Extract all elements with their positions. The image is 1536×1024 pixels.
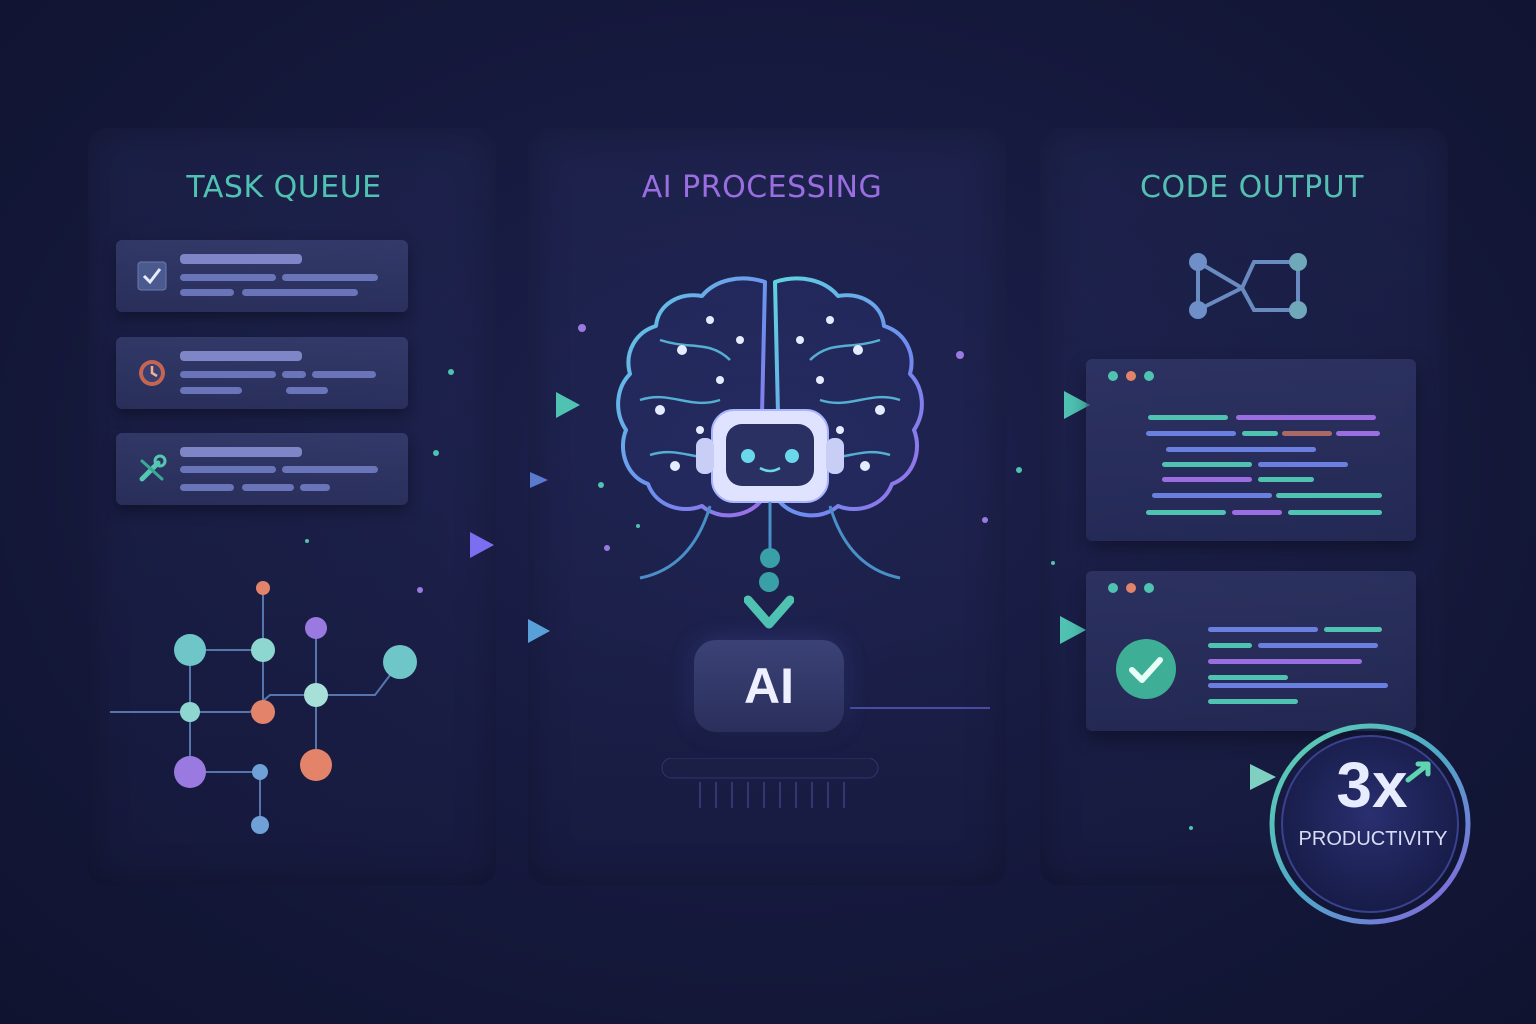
ai-label: AI <box>744 658 794 714</box>
ai-processing-title: AI PROCESSING <box>641 170 883 205</box>
arrow-right-icon <box>320 532 494 558</box>
trend-up-icon <box>1405 761 1431 783</box>
workflow-graph-icon <box>1189 253 1307 319</box>
window-dot <box>1126 583 1136 593</box>
code-review-window[interactable] <box>1086 571 1416 731</box>
arrow-right-icon <box>300 472 548 488</box>
ai-badge: AI <box>694 640 844 732</box>
window-dot <box>1144 371 1154 381</box>
robot-face-icon <box>696 409 844 503</box>
productivity-value: 3x <box>1336 749 1408 821</box>
productivity-badge <box>1269 723 1471 925</box>
tools-icon <box>139 454 167 482</box>
arrow-right-icon <box>935 391 1090 419</box>
window-dot <box>1108 371 1118 381</box>
window-dot <box>1126 371 1136 381</box>
clock-icon <box>139 360 165 386</box>
task-queue-title: TASK QUEUE <box>186 170 382 205</box>
arrow-right-icon <box>400 619 550 643</box>
checkbox-icon <box>137 261 167 291</box>
check-circle-icon <box>1116 639 1176 699</box>
brain-circuit-icon <box>616 276 924 580</box>
window-dot <box>1108 583 1118 593</box>
code-editor-window[interactable] <box>1086 359 1416 541</box>
chevron-down-icon <box>744 572 794 629</box>
window-dot <box>1144 583 1154 593</box>
dependency-graph-icon <box>110 581 417 834</box>
task-card[interactable] <box>116 240 408 312</box>
processor-base-icon <box>661 758 879 808</box>
productivity-label: PRODUCTIVITY <box>1298 828 1448 850</box>
arrow-right-icon <box>420 392 580 418</box>
task-card[interactable] <box>116 337 408 409</box>
arrow-right-icon <box>1040 764 1276 790</box>
code-output-title: CODE OUTPUT <box>1140 170 1364 205</box>
arrow-right-icon <box>880 616 1086 644</box>
task-card[interactable] <box>116 433 408 505</box>
